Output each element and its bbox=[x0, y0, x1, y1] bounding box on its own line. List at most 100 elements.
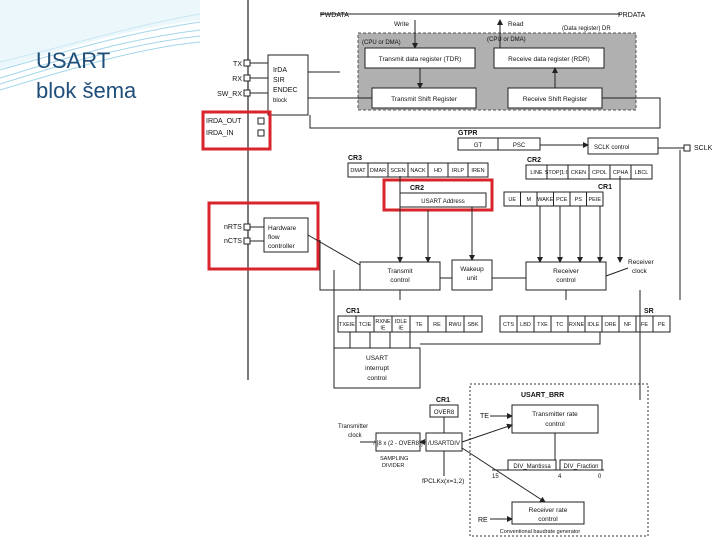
pin-irda-out: IRDA_OUT bbox=[206, 118, 242, 125]
divider-formula: / [8 x (2 - OVER8)] bbox=[373, 441, 423, 447]
cr3-field: IRLP bbox=[452, 168, 465, 174]
irda-block bbox=[267, 54, 309, 116]
transmit-control-line-1: Transmit bbox=[387, 268, 412, 275]
control-lines bbox=[397, 176, 623, 279]
cr1-bottom-field: IDLE bbox=[395, 319, 408, 325]
tx-clock-line-2: clock bbox=[348, 433, 363, 439]
rx-rate-line-2: control bbox=[538, 516, 558, 523]
sr-field: FE bbox=[641, 322, 648, 328]
rdr-box bbox=[493, 47, 605, 69]
highlight-irda bbox=[201, 110, 272, 151]
read-label: Read bbox=[508, 21, 524, 28]
pin-irda-in: IRDA_IN bbox=[206, 130, 234, 137]
sr-field: TXE bbox=[537, 322, 548, 328]
gtpr-psc bbox=[497, 137, 541, 151]
tsr-label: Transmit Shift Register bbox=[391, 96, 458, 103]
cr1-top-label: CR1 bbox=[598, 184, 612, 191]
write-label: Write bbox=[394, 21, 409, 28]
irda-line-2: SIR bbox=[273, 77, 285, 84]
rx-rate-line-1: Receiver rate bbox=[529, 507, 568, 514]
highlight-flow-control bbox=[207, 201, 320, 271]
receiver-control bbox=[525, 261, 607, 291]
over8-field: OVER8 bbox=[434, 410, 455, 416]
div-mantissa-label: DIV_Mantissa bbox=[513, 464, 551, 470]
receiver-clock-line-1: Receiver bbox=[628, 259, 654, 266]
cr3-field: DMAT bbox=[350, 168, 366, 174]
cr3-label: CR3 bbox=[348, 155, 362, 162]
cr1-top-cell bbox=[586, 191, 604, 207]
cr2-top-field: LINE bbox=[530, 170, 543, 176]
cr1-top-field: M bbox=[526, 197, 531, 203]
slide-title: USART blok šema bbox=[36, 46, 136, 106]
rdr-label: Receive data register (RDR) bbox=[508, 56, 590, 63]
irda-line-4: block bbox=[273, 98, 288, 104]
tx-clock-line-1: Transmitter bbox=[338, 424, 368, 430]
transmit-control-line-2: control bbox=[390, 277, 410, 284]
swoosh-fill bbox=[0, 0, 200, 70]
highlight-cr2-address bbox=[382, 178, 494, 212]
receiver-control-line-2: control bbox=[556, 277, 576, 284]
pwdata-label: PWDATA bbox=[320, 12, 349, 19]
interrupt-line-1: USART bbox=[366, 355, 388, 362]
usart-brr-region bbox=[469, 383, 649, 537]
irda-block-text: IrDA SIR ENDEC block bbox=[273, 67, 298, 104]
sr-label: SR bbox=[644, 308, 654, 315]
sampling-line-2: DIVIDER bbox=[382, 463, 404, 469]
cr2-top-label: CR2 bbox=[527, 157, 541, 164]
hw-flow-line-2: flow bbox=[268, 234, 280, 241]
interrupt-line-3: control bbox=[367, 375, 387, 382]
cr3-field: DMAR bbox=[370, 168, 386, 174]
cr3-field: IREN bbox=[471, 168, 484, 174]
wakeup-line-1: Wakeup bbox=[460, 266, 484, 273]
cr3-field: HD bbox=[434, 168, 442, 174]
misc-wires bbox=[319, 150, 681, 400]
prdata-label: PRDATA bbox=[618, 12, 646, 19]
cpu-dma-right: (CPU or DMA) bbox=[487, 37, 526, 43]
data-register-border bbox=[357, 32, 637, 111]
cr1-bottom-field: IE bbox=[380, 326, 386, 332]
cr3-cell bbox=[467, 162, 489, 178]
title-line-1: USART bbox=[36, 48, 111, 73]
sr-field: ORE bbox=[605, 322, 617, 328]
diagram-svg: PWDATA PRDATA Write Read (Data register)… bbox=[201, 0, 713, 537]
cr1-bottom-field: RE bbox=[433, 322, 441, 328]
receiver-control-line-1: Receiver bbox=[553, 268, 579, 275]
cpu-dma-left: (CPU or DMA) bbox=[362, 40, 401, 46]
sr-field: PE bbox=[658, 322, 666, 328]
tx-rate-line-1: Transmitter rate bbox=[532, 411, 578, 418]
cr2-top-field: CKEN bbox=[571, 170, 586, 176]
cr1-top-field: UE bbox=[508, 197, 516, 203]
div-fraction-label: DIV_Fraction bbox=[563, 464, 598, 470]
pin-tx: TX bbox=[233, 61, 242, 68]
bit-15: 15 bbox=[492, 474, 499, 480]
sr-field: NF bbox=[624, 322, 632, 328]
rsr-feedback bbox=[309, 97, 661, 129]
cr1-top-field: PCE bbox=[556, 197, 568, 203]
gtpr-psc-label: PSC bbox=[513, 143, 526, 149]
cr1-bottom-field: TE bbox=[415, 322, 422, 328]
pclk-label: fPCLKx(x=1,2) bbox=[422, 478, 464, 485]
tx-rate-line-2: control bbox=[545, 421, 565, 428]
interrupt-control bbox=[333, 347, 421, 389]
interrupt-lines bbox=[349, 290, 601, 348]
cr2-address-label: CR2 bbox=[410, 185, 424, 192]
hw-flow-controller bbox=[263, 217, 309, 253]
cr1-bottom-cell bbox=[463, 315, 483, 333]
cr1-top-field: PEIE bbox=[588, 197, 601, 203]
title-line-2: blok šema bbox=[36, 78, 137, 103]
cr1-bottom-field: TXEIE bbox=[339, 322, 355, 328]
cr2-top-field: CPHA bbox=[613, 170, 629, 176]
sr-field: TC bbox=[556, 322, 563, 328]
cr1-top-field: WAKE bbox=[537, 197, 553, 203]
cr1-bottom-field: RXNE bbox=[375, 319, 391, 325]
receiver-clock-wire bbox=[605, 267, 629, 277]
re-label: RE bbox=[478, 517, 488, 524]
interrupt-line-2: interrupt bbox=[365, 365, 389, 372]
bit-0: 0 bbox=[598, 474, 602, 480]
hw-flow-line-3: controller bbox=[268, 243, 296, 250]
